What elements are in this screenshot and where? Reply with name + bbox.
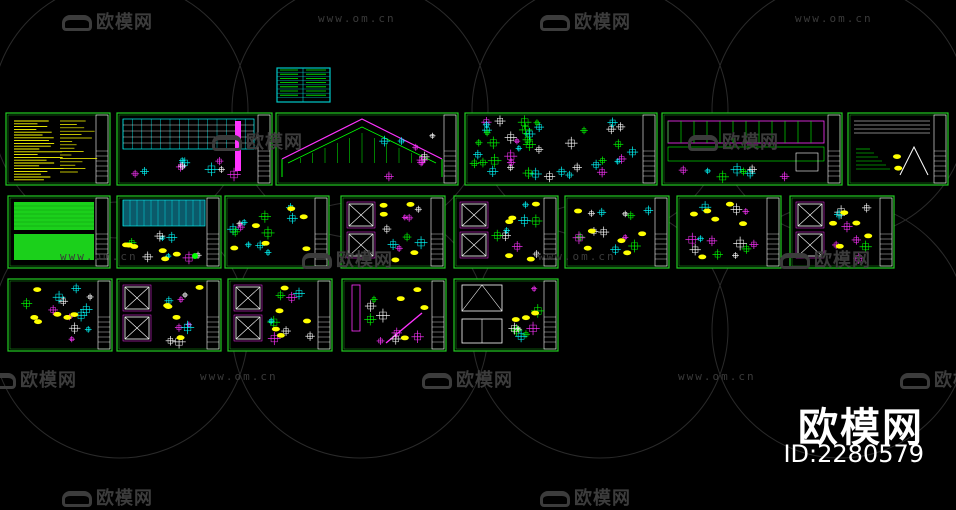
watermark-brand: 欧模网 (212, 128, 303, 154)
drawing-sheet[interactable] (676, 195, 782, 269)
watermark-url: www.om.cn (795, 12, 873, 25)
drawing-sheet[interactable] (564, 195, 670, 269)
sofa-icon (302, 253, 332, 269)
drawing-sheet[interactable] (116, 112, 273, 186)
sofa-icon (212, 135, 242, 151)
drawing-sheet[interactable] (453, 278, 559, 352)
drawing-sheet[interactable] (7, 278, 113, 352)
sofa-icon (688, 135, 718, 151)
watermark-url: www.om.cn (538, 250, 616, 263)
drawing-sheets (5, 67, 949, 352)
sofa-icon (780, 253, 810, 269)
watermark-brand: 欧模网 (540, 8, 631, 34)
sofa-icon (900, 373, 930, 389)
sofa-icon (0, 373, 16, 389)
sofa-icon (540, 15, 570, 31)
sofa-icon (62, 491, 92, 507)
watermark-url: www.om.cn (678, 370, 756, 383)
watermark-brand: 欧模网 (302, 246, 393, 272)
drawing-sheet[interactable] (453, 195, 559, 269)
watermark-url: www.om.cn (200, 370, 278, 383)
watermark-brand: 欧模网 (540, 484, 631, 510)
watermark-brand: 欧模网 (62, 484, 153, 510)
watermark-brand: 欧模网 (62, 8, 153, 34)
watermark-url: www.om.cn (60, 250, 138, 263)
drawing-sheet[interactable] (116, 195, 222, 269)
watermark-brand: 欧模网 (688, 128, 779, 154)
watermark-brand: 欧模网 (780, 246, 871, 272)
model-id-label: ID:2280579 (783, 440, 924, 468)
drawing-sheet[interactable] (341, 278, 447, 352)
sofa-icon (62, 15, 92, 31)
drawing-sheet[interactable] (5, 112, 111, 186)
sofa-icon (422, 373, 452, 389)
cad-drawing-canvas[interactable] (0, 0, 956, 493)
sofa-icon (540, 491, 570, 507)
watermark-brand: 欧模网 (0, 366, 77, 392)
drawing-list-table[interactable] (276, 67, 331, 103)
drawing-sheet[interactable] (116, 278, 222, 352)
watermark-brand: 欧模网 (422, 366, 513, 392)
drawing-sheet[interactable] (464, 112, 658, 186)
brand-logo-text: 欧模网 (798, 405, 924, 451)
drawing-sheet[interactable] (847, 112, 949, 186)
drawing-sheet[interactable] (340, 195, 446, 269)
drawing-sheet[interactable] (275, 112, 459, 186)
watermark-brand: 欧模网 (900, 366, 956, 392)
drawing-sheet[interactable] (7, 195, 111, 269)
watermark-url: www.om.cn (318, 12, 396, 25)
drawing-sheet[interactable] (227, 278, 333, 352)
